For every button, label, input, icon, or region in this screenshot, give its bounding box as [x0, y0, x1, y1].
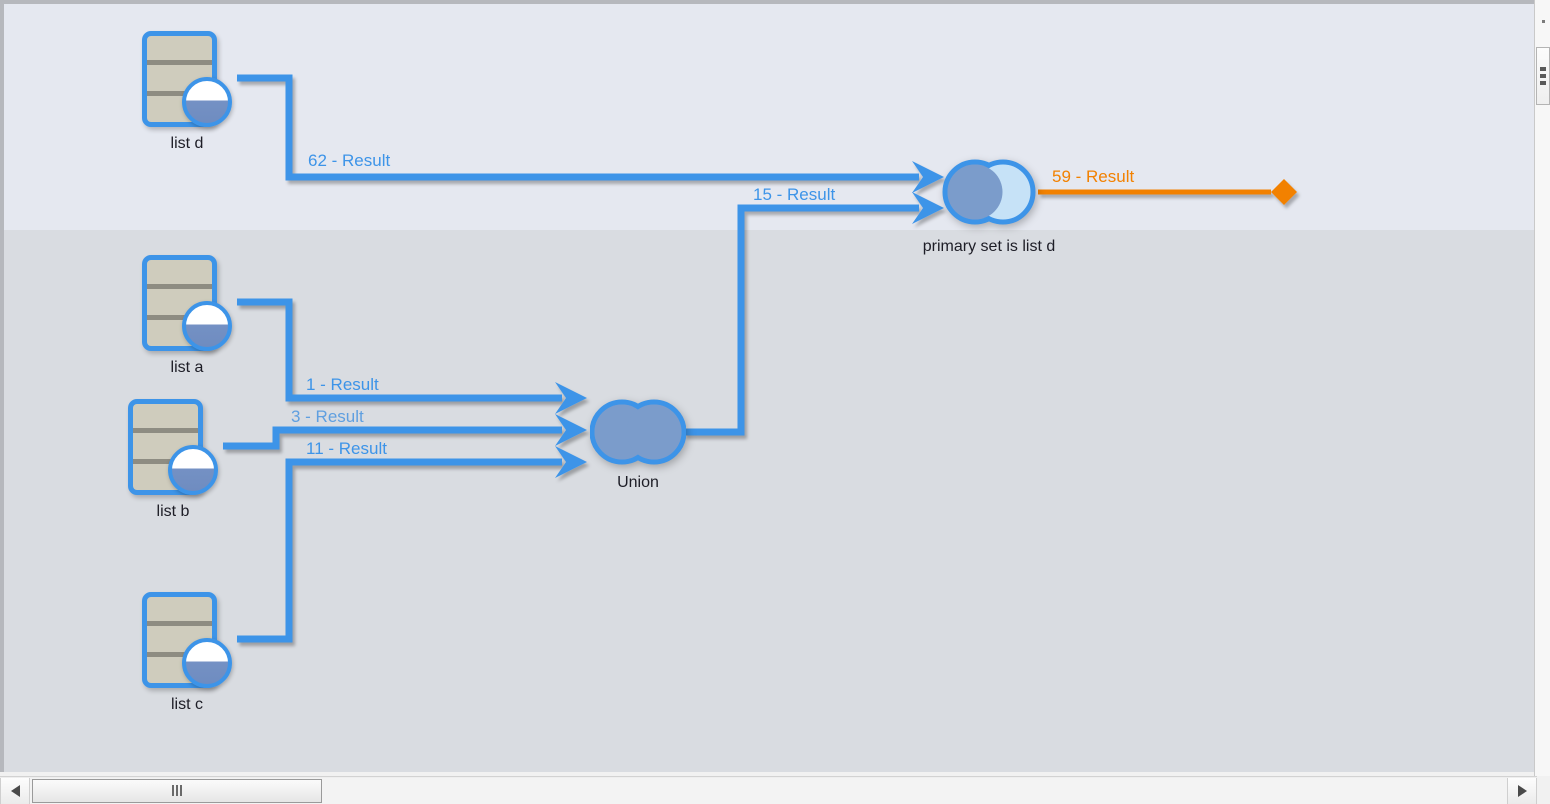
- list-status-bubble-icon: [182, 638, 232, 688]
- grip-line-icon: [180, 785, 182, 796]
- palette-tick-icon: [1542, 20, 1545, 23]
- scroll-thumb[interactable]: [32, 778, 322, 803]
- list-icon[interactable]: [128, 399, 218, 495]
- node-label-list-a: list a: [170, 359, 204, 376]
- node-label-union: Union: [617, 474, 659, 491]
- chevron-left-icon: [10, 784, 20, 797]
- grip-line-icon: [172, 785, 174, 796]
- edge-label-62[interactable]: 62 - Result: [308, 151, 391, 170]
- palette-list-mark-icon: [1540, 67, 1546, 71]
- horizontal-scrollbar[interactable]: [0, 776, 1537, 804]
- diagram-canvas[interactable]: 62 - Result 15 - Result 1 - Result 3 - R…: [4, 4, 1537, 772]
- chevron-right-icon: [1517, 784, 1527, 797]
- node-label-list-c: list c: [171, 696, 203, 713]
- node-label-set-operation: primary set is list d: [922, 238, 1056, 255]
- list-icon[interactable]: [142, 31, 232, 127]
- palette-list-mark-icon: [1540, 81, 1546, 85]
- list-status-bubble-icon: [182, 77, 232, 127]
- edge-label-59[interactable]: 59 - Result: [1052, 167, 1135, 186]
- union-icon[interactable]: [590, 397, 686, 467]
- canvas-band-bottom: [4, 230, 1537, 772]
- edge-label-11[interactable]: 11 - Result: [306, 439, 387, 458]
- list-icon[interactable]: [142, 592, 232, 688]
- node-label-list-d: list d: [170, 135, 204, 152]
- palette-toggle-button[interactable]: [1536, 47, 1550, 105]
- node-label-list-b: list b: [156, 503, 190, 520]
- list-status-bubble-icon: [168, 445, 218, 495]
- set-difference-icon[interactable]: [941, 157, 1037, 227]
- scroll-track[interactable]: [30, 777, 1507, 804]
- palette-list-mark-icon: [1540, 74, 1546, 78]
- list-status-bubble-icon: [182, 301, 232, 351]
- edge-label-3[interactable]: 3 - Result: [291, 407, 364, 426]
- grip-line-icon: [176, 785, 178, 796]
- edge-label-15[interactable]: 15 - Result: [753, 185, 836, 204]
- scroll-left-button[interactable]: [0, 777, 30, 804]
- diagram-canvas-frame[interactable]: 62 - Result 15 - Result 1 - Result 3 - R…: [0, 0, 1537, 772]
- edge-label-1[interactable]: 1 - Result: [306, 375, 379, 394]
- palette-strip[interactable]: [1534, 0, 1550, 776]
- scroll-right-button[interactable]: [1507, 777, 1537, 804]
- list-icon[interactable]: [142, 255, 232, 351]
